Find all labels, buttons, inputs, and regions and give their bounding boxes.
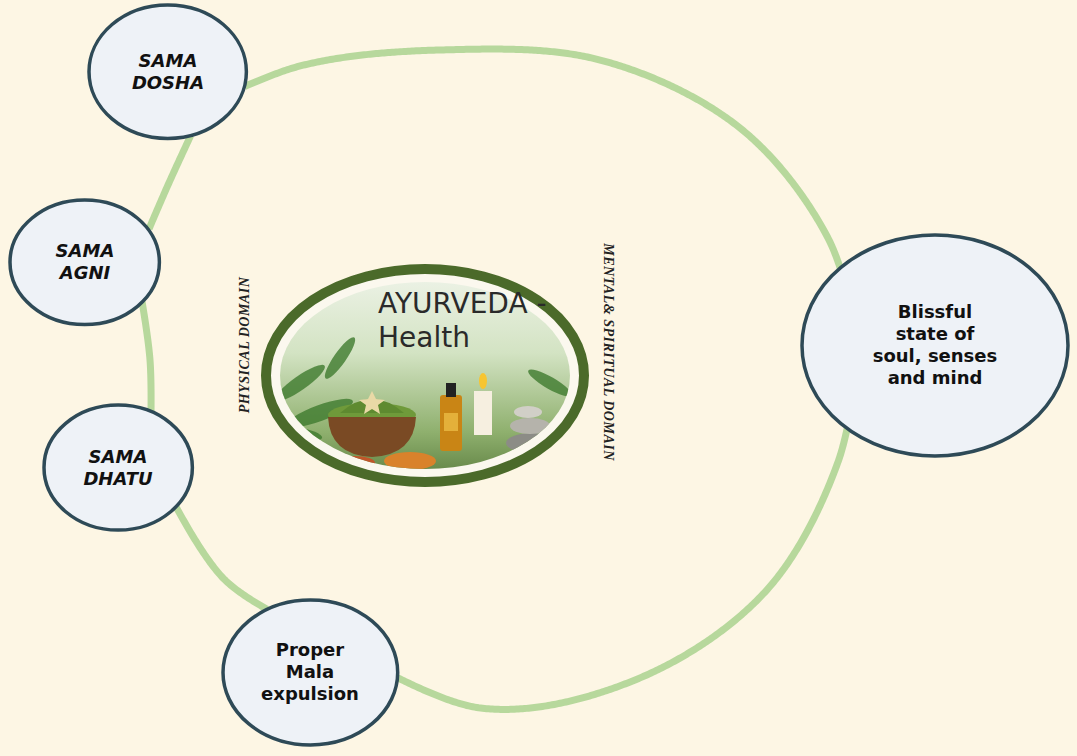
text-holder: Proper Mala expulsion bbox=[254, 639, 366, 705]
ellipse-outline bbox=[223, 600, 398, 745]
term-ellipse: Proper Mala expulsion bbox=[221, 598, 400, 747]
node-text: SAMA AGNI bbox=[35, 240, 135, 284]
term-ellipse: Blissful state of soul, senses and mind bbox=[800, 233, 1070, 458]
text-holder: SAMA DHATU bbox=[68, 446, 168, 490]
ring-arc bbox=[176, 507, 267, 610]
text-holder: AYURVEDA - Health bbox=[378, 287, 578, 355]
ellipse-outline bbox=[44, 405, 192, 530]
text-holder: SAMA AGNI bbox=[35, 240, 135, 284]
diagram-title: AYURVEDA - Health bbox=[378, 287, 578, 355]
term-ellipse: SAMA DHATU bbox=[42, 403, 194, 532]
ring-arc bbox=[149, 136, 191, 229]
herbal-illustration bbox=[260, 263, 590, 488]
node-text: SAMA DOSHA bbox=[113, 50, 223, 94]
ellipse-outline bbox=[802, 235, 1068, 456]
node-text: Proper Mala expulsion bbox=[254, 639, 366, 705]
center-ellipse: AYURVEDA - Health bbox=[260, 263, 590, 488]
text-holder: SAMA DOSHA bbox=[113, 50, 223, 94]
text-holder: Blissful state of soul, senses and mind bbox=[870, 301, 1000, 389]
term-ellipse: SAMA AGNI bbox=[8, 198, 161, 327]
node-text: Blissful state of soul, senses and mind bbox=[870, 301, 1000, 389]
node-text: SAMA DHATU bbox=[68, 446, 168, 490]
ellipse-outline bbox=[10, 200, 159, 325]
ring-arc bbox=[142, 302, 151, 411]
ring-arc bbox=[245, 49, 840, 268]
ellipse-outline bbox=[89, 5, 246, 138]
domain-label: MENTAL& SPIRITUAL DOMAIN bbox=[600, 243, 616, 461]
term-ellipse: SAMA DOSHA bbox=[87, 3, 248, 140]
domain-label: PHYSICAL DOMAIN bbox=[237, 277, 253, 414]
